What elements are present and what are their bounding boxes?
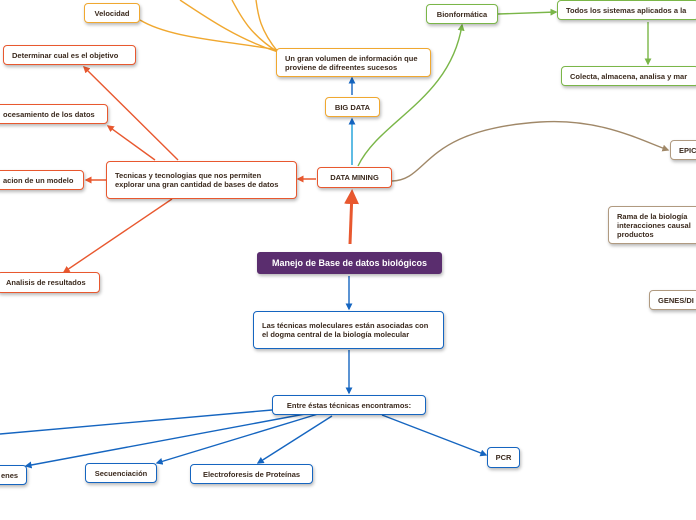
- connector-entre-electroforesis: [256, 415, 333, 464]
- connector-datamining-epic: [391, 120, 670, 182]
- connector-velocidad: [179, 0, 279, 53]
- connector-entre-pcr: [381, 414, 488, 457]
- node-entre-estas[interactable]: Entre éstas técnicas encontramos:: [272, 395, 426, 415]
- node-velocidad[interactable]: Velocidad: [84, 3, 140, 23]
- node-data-mining[interactable]: DATA MINING: [317, 167, 392, 188]
- node-electroforesis[interactable]: Electroforesis de Proteínas: [190, 464, 313, 484]
- node-root-manejo[interactable]: Manejo de Base de datos biológicos: [257, 252, 442, 274]
- connector-entre-offscreen: [0, 409, 273, 435]
- connector-tecnicas-objetivo: [83, 66, 179, 161]
- node-genes[interactable]: GENES/DI: [649, 290, 696, 310]
- node-tecnicas-moleculares[interactable]: Las técnicas moleculares están asociadas…: [253, 311, 444, 349]
- connector-entre-secuenciacion: [155, 413, 319, 465]
- node-colecta[interactable]: Colecta, almacena, analisa y mar: [561, 66, 696, 86]
- connector-yellow-4: [139, 19, 279, 51]
- node-tecnicas-tecnologias[interactable]: Tecnicas y tecnologias que nos permiten …: [106, 161, 297, 199]
- connector-root-datamining: [344, 189, 360, 245]
- node-rama-biologia[interactable]: Rama de la biología interacciones causal…: [608, 206, 696, 244]
- connector-yellow-3: [255, 0, 279, 53]
- node-pcr[interactable]: PCR: [487, 447, 520, 468]
- connector-tecnicas-analisis: [62, 198, 173, 273]
- node-procesamiento[interactable]: ocesamiento de los datos: [0, 104, 108, 124]
- node-determinar-objetivo[interactable]: Determinar cual es el objetivo: [3, 45, 136, 65]
- connector-tecnicas-procesamiento: [106, 125, 156, 161]
- connector-entre-enes: [24, 413, 306, 469]
- node-big-data[interactable]: BIG DATA: [325, 97, 380, 117]
- node-gran-volumen[interactable]: Un gran volumen de información que provi…: [276, 48, 431, 77]
- connector-datamining-bioinformatica: [357, 23, 465, 167]
- node-secuenciacion[interactable]: Secuenciación: [85, 463, 157, 483]
- node-todos-sistemas[interactable]: Todos los sistemas aplicados a la: [557, 0, 696, 20]
- node-modelo[interactable]: acion de un modelo: [0, 170, 84, 190]
- node-genes-partial[interactable]: enes: [0, 465, 27, 485]
- connector-bioinformatica-todos: [497, 8, 558, 16]
- connector-yellow-2: [231, 0, 279, 53]
- node-bioinformatica[interactable]: Bionformática: [426, 4, 498, 24]
- node-epic[interactable]: EPIC: [670, 140, 696, 160]
- node-analisis-resultados[interactable]: Analisis de resultados: [0, 272, 100, 293]
